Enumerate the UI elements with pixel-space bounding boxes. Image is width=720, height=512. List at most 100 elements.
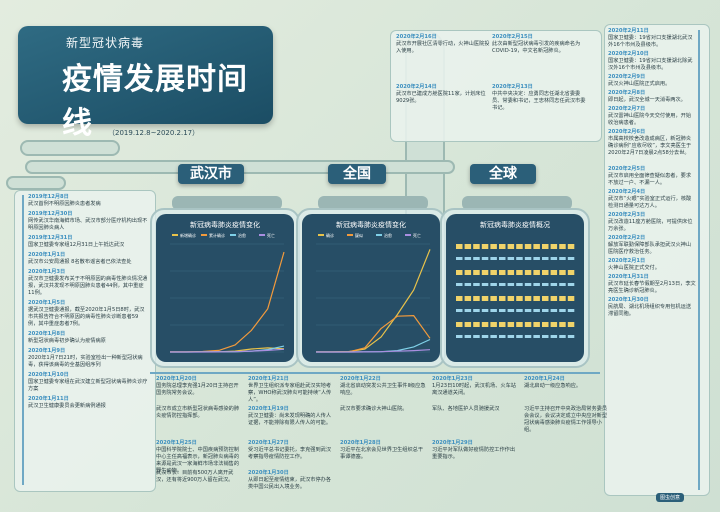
global-cell	[507, 270, 515, 275]
credit-logo: 图虫创意	[655, 493, 684, 502]
event-date: 2020年1月22日	[340, 376, 381, 382]
right-timeline-panel	[604, 24, 710, 496]
global-cell	[473, 244, 480, 249]
global-cell	[499, 309, 506, 312]
global-cell	[456, 296, 463, 301]
global-cell	[533, 257, 540, 260]
global-cell	[524, 335, 532, 338]
timeline-event: 2020年1月24日湖北启动一级应急响应。	[524, 376, 610, 390]
global-cell	[456, 270, 463, 275]
global-cell	[464, 296, 472, 301]
global-cell	[473, 309, 480, 312]
global-cell	[464, 335, 472, 338]
global-cell	[550, 335, 558, 338]
timeline-event: 2020年2月10日国家卫健委：19省对口支援湖北除武汉外16个市州及县级市。	[608, 51, 696, 72]
event-date: 2020年2月16日	[396, 34, 437, 40]
timeline-event: 2020年2月16日武汉市开展社区清零行动，火神山医院投入使用。	[396, 34, 490, 55]
page-title: 疫情发展时间线	[62, 62, 248, 141]
event-date: 2020年2月5日	[608, 166, 646, 172]
global-cell	[516, 322, 523, 327]
event-text: 武汉市“火眼”实验室正式运行，核酸检测日通量可达万人。	[608, 196, 692, 209]
global-cell	[464, 283, 472, 286]
global-cell	[481, 244, 489, 249]
timeline-event: 2020年2月11日国家卫健委：19省对口支援湖北武汉外16个市州及县级市。	[608, 28, 696, 49]
event-date: 2020年2月8日	[608, 90, 646, 96]
global-cell	[481, 257, 489, 260]
timeline-event: 军队、各地医护人员驰援武汉	[432, 406, 518, 413]
screen-global: 新冠病毒肺炎疫情概况	[446, 214, 584, 362]
event-text: 武汉首例不明原因肺炎患者发病	[28, 201, 101, 207]
event-date: 2020年2月4日	[608, 189, 646, 195]
global-cell	[533, 335, 540, 338]
event-text: 武汉改造11座方舱医院，可提供床位万余张。	[608, 219, 693, 232]
global-cell	[533, 244, 540, 249]
global-cell	[533, 322, 540, 327]
global-cell	[507, 283, 515, 286]
event-text: 民航局、湖北机场组织专用包机运送滞留同胞。	[608, 304, 692, 317]
global-cell	[524, 283, 532, 286]
global-cell	[550, 270, 558, 275]
global-cell	[524, 296, 532, 301]
event-date: 2020年1月30日	[248, 470, 289, 476]
global-cell	[550, 283, 558, 286]
global-cell	[464, 322, 472, 327]
event-date: 2020年1月25日	[156, 440, 197, 446]
event-date: 2019年12月8日	[28, 194, 69, 200]
event-text: 新型冠状病毒初步确认为疫情病原	[28, 338, 106, 344]
event-date: 2020年1月27日	[248, 440, 289, 446]
screen-wuhan: 新冠病毒肺炎疫情变化 新增确诊累计确诊治愈死亡	[156, 214, 294, 362]
event-date: 2020年2月14日	[396, 84, 437, 90]
event-text: 武汉市开展社区清零行动，火神山医院投入使用。	[396, 41, 490, 54]
event-text: 习近平对军队做好疫情防控工作作出重要指示。	[432, 447, 516, 460]
event-date: 2020年2月2日	[608, 235, 646, 241]
title-box: 新型冠状病毒 疫情发展时间线	[18, 26, 273, 141]
legend-label: 治愈	[384, 232, 392, 238]
event-text: 从即日起至疫情结束，武汉市停办各类中国公民出入境业务。	[248, 477, 332, 490]
event-date: 2020年1月11日	[28, 396, 69, 402]
event-date: 2020年2月9日	[608, 74, 646, 80]
legend-swatch	[376, 234, 382, 236]
timeline-event: 2020年2月13日中共中央决定：应勇同志任湖北省委委员、常委和书记，王忠林同志…	[492, 84, 586, 112]
global-cell	[542, 309, 549, 312]
event-text: 火神山医院正式交付。	[608, 265, 660, 271]
global-cell	[550, 257, 558, 260]
event-text: 武汉雷神山医院今天交付使用，开始收治病患者。	[608, 113, 692, 126]
event-date: 2020年1月8日	[28, 331, 66, 337]
global-cell	[559, 309, 566, 312]
event-date: 2020年1月10日	[28, 372, 69, 378]
global-cell	[507, 296, 515, 301]
right-timeline: 2020年2月11日国家卫健委：19省对口支援湖北武汉外16个市州及县级市。20…	[608, 28, 704, 493]
timeline-event: 2020年2月3日武汉改造11座方舱医院，可提供床位万余张。	[608, 212, 696, 233]
global-cell	[559, 257, 566, 260]
event-text: 世界卫生组织派专家组赴武汉实地考察，WHO称武汉肺炎可能持续“人传人”。	[248, 383, 332, 403]
series-line	[316, 349, 431, 353]
global-cell	[516, 257, 523, 260]
global-cell	[516, 335, 523, 338]
event-text: 武汉卫生健康委员会更新病例通报	[28, 403, 106, 409]
event-date: 2020年2月6日	[608, 129, 646, 135]
jar-cap-wuhan	[172, 196, 282, 210]
timeline-event: 2020年1月19日武汉卫健委：尚未发现明确的人传人证据，不能排除有限人传人的可…	[248, 406, 334, 427]
timeline-event: 2020年2月15日此次由新型冠状病毒引发的疾病命名为COVID-19，中文名新…	[492, 34, 586, 55]
bottom-timeline-axis	[150, 372, 600, 374]
timeline-event: 2019年12月8日武汉首例不明原因肺炎患者发病	[28, 194, 148, 208]
global-cell	[507, 244, 515, 249]
timeline-event: 2020年1月31日武汉市延长春节假期至2月13日，李文亮医生确诊新冠肺炎。	[608, 274, 696, 295]
legend-swatch	[347, 234, 353, 236]
event-text: 习近平主持召开中央政治局常务委员会会议，会议决定成立中央应对新型冠状病毒感染肺炎…	[524, 406, 608, 433]
series-line	[170, 348, 285, 353]
global-cell	[490, 322, 497, 327]
timeline-event: 2020年1月1日武汉市公安局通报 8名散布谣言者已依法查处	[28, 252, 148, 266]
global-cell	[550, 309, 558, 312]
global-cell	[542, 296, 549, 301]
event-text: 国家卫健委：19省对口支援湖北除武汉外16个市州及县级市。	[608, 58, 693, 71]
top-events: 2020年2月16日武汉市开展社区清零行动，火神山医院投入使用。2020年2月1…	[396, 34, 596, 144]
global-cell	[559, 270, 566, 275]
global-cell	[533, 309, 540, 312]
global-cell	[542, 270, 549, 275]
event-date: 2020年1月20日	[156, 376, 197, 382]
global-cell	[499, 296, 506, 301]
